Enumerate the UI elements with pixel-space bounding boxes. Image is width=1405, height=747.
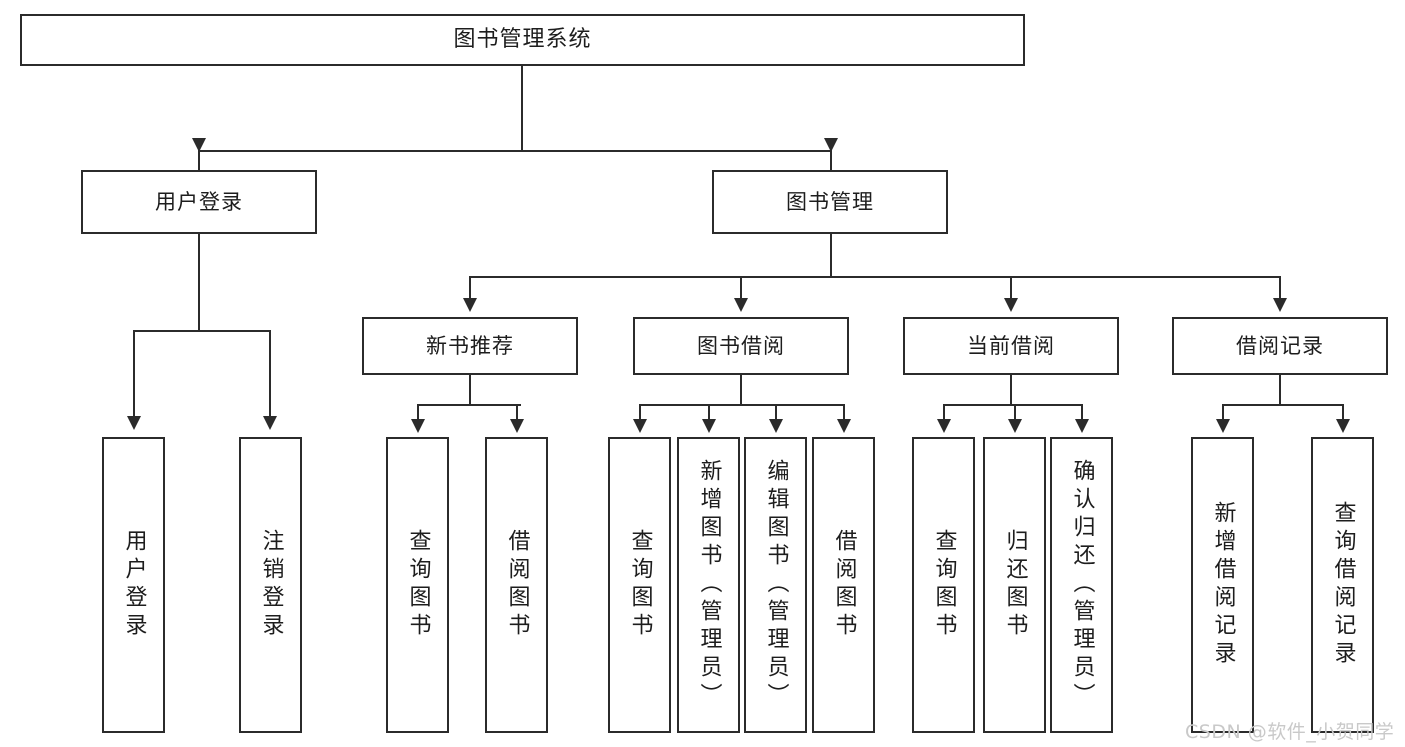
- leaf-record-add-borrow-record[interactable]: 新增借阅记录: [1191, 437, 1254, 733]
- connector-bb-drop-2: [708, 404, 710, 424]
- node-label: 查询图书: [627, 529, 653, 641]
- arrowhead-cb-confirm-return: [1075, 419, 1089, 433]
- connector-borrowrecord-stem: [1279, 375, 1281, 405]
- leaf-borrow-query-book[interactable]: 查询图书: [608, 437, 671, 733]
- leaf-user-login[interactable]: 用户登录: [102, 437, 165, 733]
- leaf-logout[interactable]: 注销登录: [239, 437, 302, 733]
- arrowhead-bb-add-book: [702, 419, 716, 433]
- leaf-newbook-query-book[interactable]: 查询图书: [386, 437, 449, 733]
- node-user-login[interactable]: 用户登录: [81, 170, 317, 234]
- node-label: 图书管理系统: [453, 27, 592, 53]
- arrowhead-borrow-record: [1273, 298, 1287, 312]
- connector-root-drop-left: [198, 150, 200, 174]
- connector-newbook-drop-2: [516, 404, 518, 424]
- node-root-book-management-system[interactable]: 图书管理系统: [20, 14, 1025, 66]
- arrowhead-cb-return-book: [1008, 419, 1022, 433]
- connector-bm-drop-3: [1010, 276, 1012, 304]
- connector-root-drop-right: [830, 150, 832, 174]
- node-label: 图书管理: [786, 189, 874, 214]
- connector-currentborrow-bus: [943, 404, 1082, 406]
- node-book-borrow[interactable]: 图书借阅: [633, 317, 849, 375]
- arrowhead-book-borrow: [734, 298, 748, 312]
- connector-userlogin-bus: [133, 330, 271, 332]
- node-current-borrow[interactable]: 当前借阅: [903, 317, 1119, 375]
- connector-bm-drop-1: [469, 276, 471, 304]
- connector-borrowrecord-bus: [1222, 404, 1342, 406]
- arrowhead-br-add-record: [1216, 419, 1230, 433]
- connector-bookmanage-bus: [469, 276, 1281, 278]
- arrowhead-user-login: [192, 138, 206, 152]
- connector-userlogin-drop-1: [133, 330, 135, 422]
- leaf-borrow-edit-book-admin[interactable]: 编辑图书（管理员）: [744, 437, 807, 733]
- node-label: 确认归还（管理员）: [1069, 459, 1095, 711]
- connector-userlogin-drop-2: [269, 330, 271, 422]
- arrowhead-bb-edit-book: [769, 419, 783, 433]
- node-label: 图书借阅: [697, 333, 785, 358]
- connector-newbook-drop-1: [417, 404, 419, 424]
- arrowhead-leaf-logout: [263, 416, 277, 430]
- connector-br-drop-1: [1222, 404, 1224, 424]
- connector-root-bus: [198, 150, 832, 152]
- node-label: 借阅图书: [504, 529, 530, 641]
- arrowhead-new-book-rec: [463, 298, 477, 312]
- node-label: 查询借阅记录: [1330, 501, 1356, 669]
- connector-bm-drop-2: [740, 276, 742, 304]
- connector-bookborrow-bus: [639, 404, 844, 406]
- leaf-record-query-borrow-record[interactable]: 查询借阅记录: [1311, 437, 1374, 733]
- connector-newbook-stem: [469, 375, 471, 405]
- connector-newbook-bus: [417, 404, 521, 406]
- node-label: 新增图书（管理员）: [696, 459, 722, 711]
- arrowhead-bb-borrow-book: [837, 419, 851, 433]
- node-label: 查询图书: [405, 529, 431, 641]
- connector-cb-drop-1: [943, 404, 945, 424]
- connector-br-drop-2: [1342, 404, 1344, 424]
- node-label: 查询图书: [931, 529, 957, 641]
- arrowhead-leaf-user-login: [127, 416, 141, 430]
- node-label: 用户登录: [155, 189, 243, 214]
- node-borrow-record[interactable]: 借阅记录: [1172, 317, 1388, 375]
- leaf-borrow-borrow-book[interactable]: 借阅图书: [812, 437, 875, 733]
- arrowhead-br-query-record: [1336, 419, 1350, 433]
- node-label: 归还图书: [1002, 529, 1028, 641]
- connector-bm-drop-4: [1279, 276, 1281, 304]
- arrowhead-cb-query-book: [937, 419, 951, 433]
- node-label: 注销登录: [258, 529, 284, 641]
- node-label: 编辑图书（管理员）: [763, 459, 789, 711]
- arrowhead-bb-query-book: [633, 419, 647, 433]
- connector-bb-drop-1: [639, 404, 641, 424]
- node-book-management[interactable]: 图书管理: [712, 170, 948, 234]
- connector-root-stem: [521, 66, 523, 151]
- connector-userlogin-stem: [198, 234, 200, 331]
- node-label: 借阅记录: [1236, 333, 1324, 358]
- connector-bb-drop-4: [843, 404, 845, 424]
- connector-cb-drop-2: [1014, 404, 1016, 424]
- node-label: 新书推荐: [426, 333, 514, 358]
- connector-bookmanage-stem: [830, 234, 832, 278]
- connector-bb-drop-3: [775, 404, 777, 424]
- node-label: 借阅图书: [831, 529, 857, 641]
- node-label: 当前借阅: [967, 333, 1055, 358]
- arrowhead-book-manage: [824, 138, 838, 152]
- arrowhead-current-borrow: [1004, 298, 1018, 312]
- node-label: 用户登录: [121, 529, 147, 641]
- node-new-book-recommend[interactable]: 新书推荐: [362, 317, 578, 375]
- leaf-borrow-add-book-admin[interactable]: 新增图书（管理员）: [677, 437, 740, 733]
- connector-cb-drop-3: [1081, 404, 1083, 424]
- leaf-current-query-book[interactable]: 查询图书: [912, 437, 975, 733]
- arrowhead-nb-query-book: [411, 419, 425, 433]
- leaf-current-confirm-return-admin[interactable]: 确认归还（管理员）: [1050, 437, 1113, 733]
- arrowhead-nb-borrow-book: [510, 419, 524, 433]
- node-label: 新增借阅记录: [1210, 501, 1236, 669]
- connector-bookborrow-stem: [740, 375, 742, 405]
- leaf-newbook-borrow-book[interactable]: 借阅图书: [485, 437, 548, 733]
- connector-currentborrow-stem: [1010, 375, 1012, 405]
- leaf-current-return-book[interactable]: 归还图书: [983, 437, 1046, 733]
